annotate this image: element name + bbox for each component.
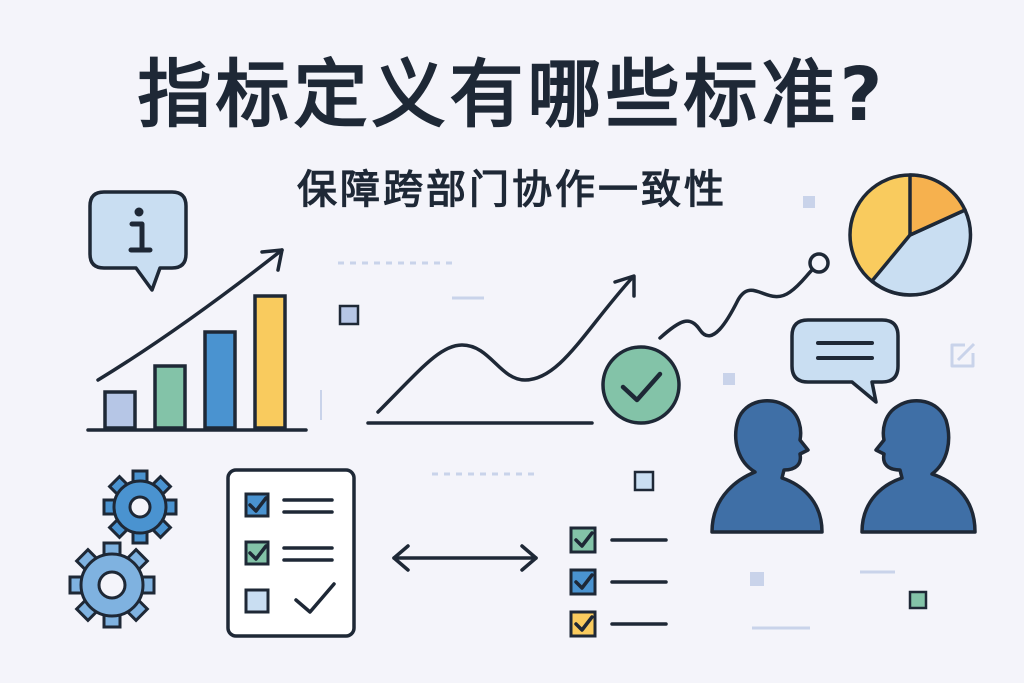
trend-line-icon xyxy=(366,274,636,425)
accent-square xyxy=(908,590,928,610)
chat-bubble-icon xyxy=(790,318,900,404)
info-bubble-icon xyxy=(88,190,188,292)
page-title: 指标定义有哪些标准? xyxy=(137,52,887,138)
page-subtitle: 保障跨部门协作一致性 xyxy=(297,167,727,213)
people-discussion-icon xyxy=(710,398,977,534)
checkbox-list-icon xyxy=(569,526,668,638)
decorative-lines xyxy=(452,296,895,630)
double-arrow-icon xyxy=(392,544,538,572)
edit-icon xyxy=(950,342,976,368)
check-circle-icon xyxy=(601,345,681,425)
decorative-dashes xyxy=(338,261,536,476)
gear-icon xyxy=(102,469,178,545)
decorative-marks xyxy=(320,196,815,586)
person-left xyxy=(710,398,824,534)
checklist-document-icon xyxy=(226,468,356,638)
accent-square xyxy=(338,304,360,326)
person-right xyxy=(860,398,977,534)
pie-chart-icon xyxy=(848,173,973,297)
accent-square xyxy=(633,470,655,492)
bar-chart-icon xyxy=(86,248,308,432)
wavy-trend-icon xyxy=(658,252,830,340)
gear-icon xyxy=(68,541,156,629)
